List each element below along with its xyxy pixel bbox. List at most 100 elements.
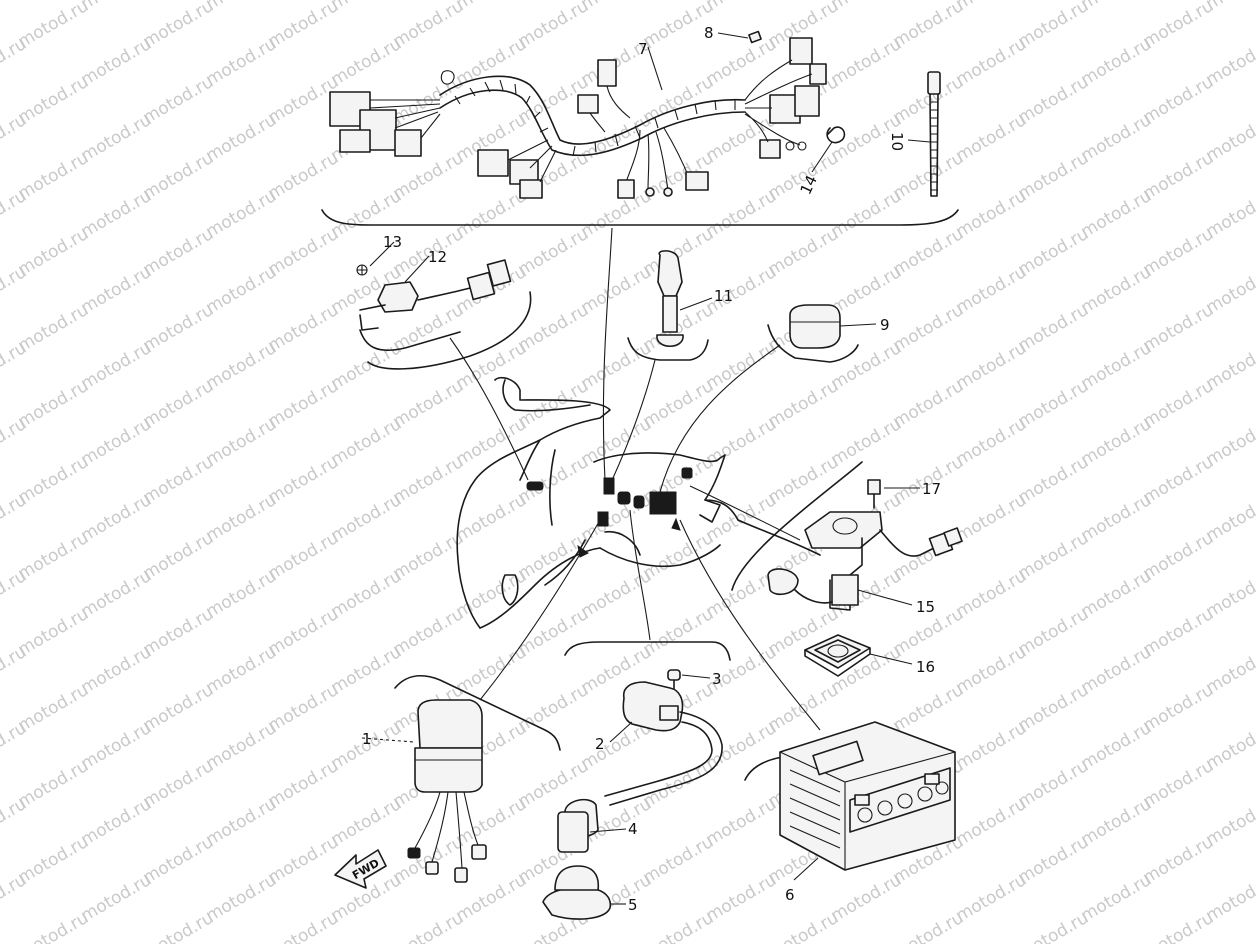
watermark-text: motod.ru [203, 490, 281, 546]
watermark-text: motod.ru [515, 680, 593, 736]
watermark-text: motod.ru [1140, 604, 1218, 660]
watermark-text: motod.ru [390, 376, 468, 432]
watermark-text: motod.ru [1078, 414, 1156, 470]
watermark-text: motod.ru [140, 908, 218, 944]
watermark-text: motod.ru [953, 642, 1031, 698]
leader-lines [449, 227, 821, 731]
watermark-text: motod.ru [828, 870, 906, 926]
watermark-text: motod.ru [265, 832, 343, 888]
watermark-text: motod.ru [640, 908, 718, 944]
watermark-text: motod.ru [15, 452, 93, 508]
watermark-text: motod.ru [15, 72, 93, 128]
watermark-text: motod.ru [453, 794, 531, 850]
watermark-text: motod.ru [890, 148, 968, 204]
watermark-text: motod.ru [578, 262, 656, 318]
watermark-text: motod.ru [203, 794, 281, 850]
watermark-text: motod.ru [265, 224, 343, 280]
watermark-text: motod.ru [390, 528, 468, 584]
watermark-text: motod.ru [1078, 186, 1156, 242]
watermark-text: motod.ru [953, 414, 1031, 470]
watermark-text: motod.ru [1078, 642, 1156, 698]
watermark-text: motod.ru [1015, 0, 1093, 52]
watermark-text: motod.ru [953, 262, 1031, 318]
watermark-text: motod.ru [203, 566, 281, 622]
watermark-text: motod.ru [140, 680, 218, 736]
part-8-clip [748, 30, 762, 44]
mounted-components [526, 467, 693, 527]
watermark-text: motod.ru [78, 338, 156, 394]
part-11-switch [627, 250, 709, 361]
watermark-text: motod.ru [140, 756, 218, 812]
watermark-text: motod.ru [78, 34, 156, 90]
watermark-text: motod.ru [203, 338, 281, 394]
watermark-text: motod.ru [15, 756, 93, 812]
watermark-text: motod.ru [1140, 148, 1218, 204]
watermark-text: motod.ru [1078, 110, 1156, 166]
watermark-text: motod.ru [890, 300, 968, 356]
callout-6: 6 [785, 886, 795, 904]
watermark-text: motod.ru [140, 452, 218, 508]
watermark-text: motod.ru [78, 262, 156, 318]
watermark-text: motod.ru [828, 186, 906, 242]
watermark-text: motod.ru [640, 376, 718, 432]
watermark-text: motod.ru [78, 186, 156, 242]
watermark-text: motod.ru [265, 908, 343, 944]
watermark-text: motod.ru [328, 34, 406, 90]
watermark-text: motod.ru [140, 0, 218, 52]
watermark-text: motod.ru [890, 908, 968, 944]
harness-group-bracket [321, 209, 959, 226]
watermark-text: motod.ru [203, 642, 281, 698]
callout-3: 3 [712, 670, 722, 688]
watermark-text: motod.ru [203, 262, 281, 318]
watermark-text: motod.ru [578, 186, 656, 242]
watermark-text: motod.ru [515, 224, 593, 280]
watermark-text: motod.ru [1015, 224, 1093, 280]
watermark-text: motod.ru [15, 908, 93, 944]
watermark-text: motod.ru [1015, 300, 1093, 356]
watermark-text: motod.ru [515, 604, 593, 660]
watermark-text: motod.ru [265, 604, 343, 660]
watermark-text: motod.ru [640, 528, 718, 584]
watermark-text: motod.ru [78, 642, 156, 698]
watermark-text: motod.ru [515, 300, 593, 356]
watermark-text: motod.ru [0, 0, 30, 14]
watermark-text: motod.ru [703, 34, 781, 90]
watermark-text: motod.ru [15, 832, 93, 888]
part-6-battery [744, 721, 956, 871]
watermark-text: motod.ru [15, 0, 93, 52]
watermark-text: motod.ru [140, 528, 218, 584]
watermark-text: motod.ru [78, 490, 156, 546]
wire-harness [329, 37, 827, 199]
watermark-text: motod.ru [953, 186, 1031, 242]
callout-9: 9 [880, 316, 890, 334]
part-14-clamp [826, 126, 846, 144]
watermark-text: motod.ru [140, 376, 218, 432]
callout-10: 10 [888, 132, 906, 151]
watermark-text: motod.ru [953, 338, 1031, 394]
watermark-text: motod.ru [140, 832, 218, 888]
watermark-text: motod.ru [1078, 718, 1156, 774]
watermark-text: motod.ru [140, 224, 218, 280]
watermark-text: motod.ru [1015, 756, 1093, 812]
watermark-text: motod.ru [953, 34, 1031, 90]
callout-7: 7 [638, 40, 648, 58]
watermark-text: motod.ru [203, 870, 281, 926]
watermark-text: motod.ru [1015, 528, 1093, 584]
watermark-text: motod.ru [78, 794, 156, 850]
watermark-text: motod.ru [265, 756, 343, 812]
watermark-text: motod.ru [265, 452, 343, 508]
watermark-text: motod.ru [15, 224, 93, 280]
callout-5: 5 [628, 896, 638, 914]
part-9-relay [767, 304, 859, 363]
callout-4: 4 [628, 820, 638, 838]
watermark-text: motod.ru [1015, 832, 1093, 888]
leader-arrow-1 [577, 544, 589, 558]
watermark-text: motod.ru [265, 376, 343, 432]
watermark-text: motod.ru [265, 148, 343, 204]
part-15-16-17-group [731, 461, 963, 677]
watermark-text: motod.ru [953, 490, 1031, 546]
watermark-text: motod.ru [765, 908, 843, 944]
watermark-text: motod.ru [78, 566, 156, 622]
watermark-text: motod.ru [265, 680, 343, 736]
